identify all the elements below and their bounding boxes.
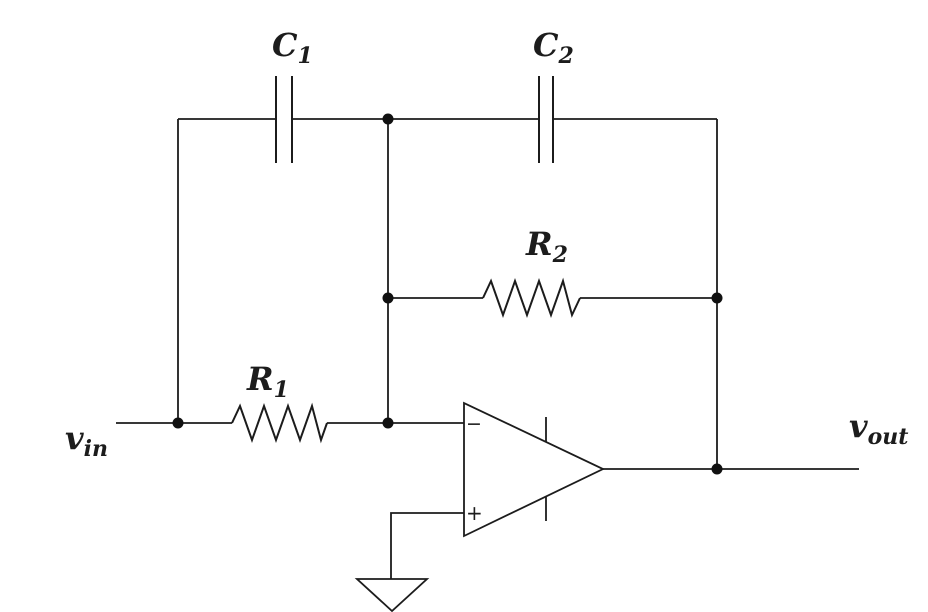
capacitor-c2 <box>538 76 554 163</box>
label-c2-sub: 2 <box>557 43 573 69</box>
label-vin-base: v <box>65 419 84 457</box>
junction-dot-inverting <box>382 417 394 429</box>
label-vout: vout <box>849 407 908 450</box>
label-vin: vin <box>65 419 108 462</box>
label-vout-sub: out <box>868 424 909 450</box>
label-r2: R2 <box>525 225 568 268</box>
junction-dot-r2-left <box>382 292 394 304</box>
junction-dot-output <box>711 463 723 475</box>
opamp-noninverting-sign: + <box>466 501 483 525</box>
label-c1-sub: 1 <box>297 43 312 69</box>
label-group: C1 C2 R2 R1 vin vout − + <box>65 26 908 525</box>
label-r2-sub: 2 <box>552 242 568 268</box>
label-c2-base: C <box>533 26 559 64</box>
opamp-triangle <box>463 401 606 538</box>
label-vin-sub: in <box>84 436 108 462</box>
junction-dots <box>172 113 723 475</box>
resistor-r1 <box>231 402 328 444</box>
label-c1-base: C <box>272 26 298 64</box>
opamp-inverting-sign: − <box>466 413 482 435</box>
label-r1-sub: 1 <box>274 377 289 403</box>
capacitor-c1 <box>275 76 293 163</box>
ground-icon <box>354 578 430 612</box>
label-c2: C2 <box>533 26 574 69</box>
label-r1: R1 <box>246 360 289 403</box>
label-vout-base: v <box>849 407 868 445</box>
junction-dot-r2-right <box>711 292 723 304</box>
label-c1: C1 <box>272 26 313 69</box>
noninverting-input-wire <box>390 512 464 579</box>
label-r2-base: R <box>525 225 553 263</box>
label-r1-base: R <box>246 360 274 398</box>
resistor-r2 <box>482 277 581 319</box>
wire-group <box>116 76 859 612</box>
junction-dot-input <box>172 417 184 429</box>
junction-dot-top <box>382 113 394 125</box>
